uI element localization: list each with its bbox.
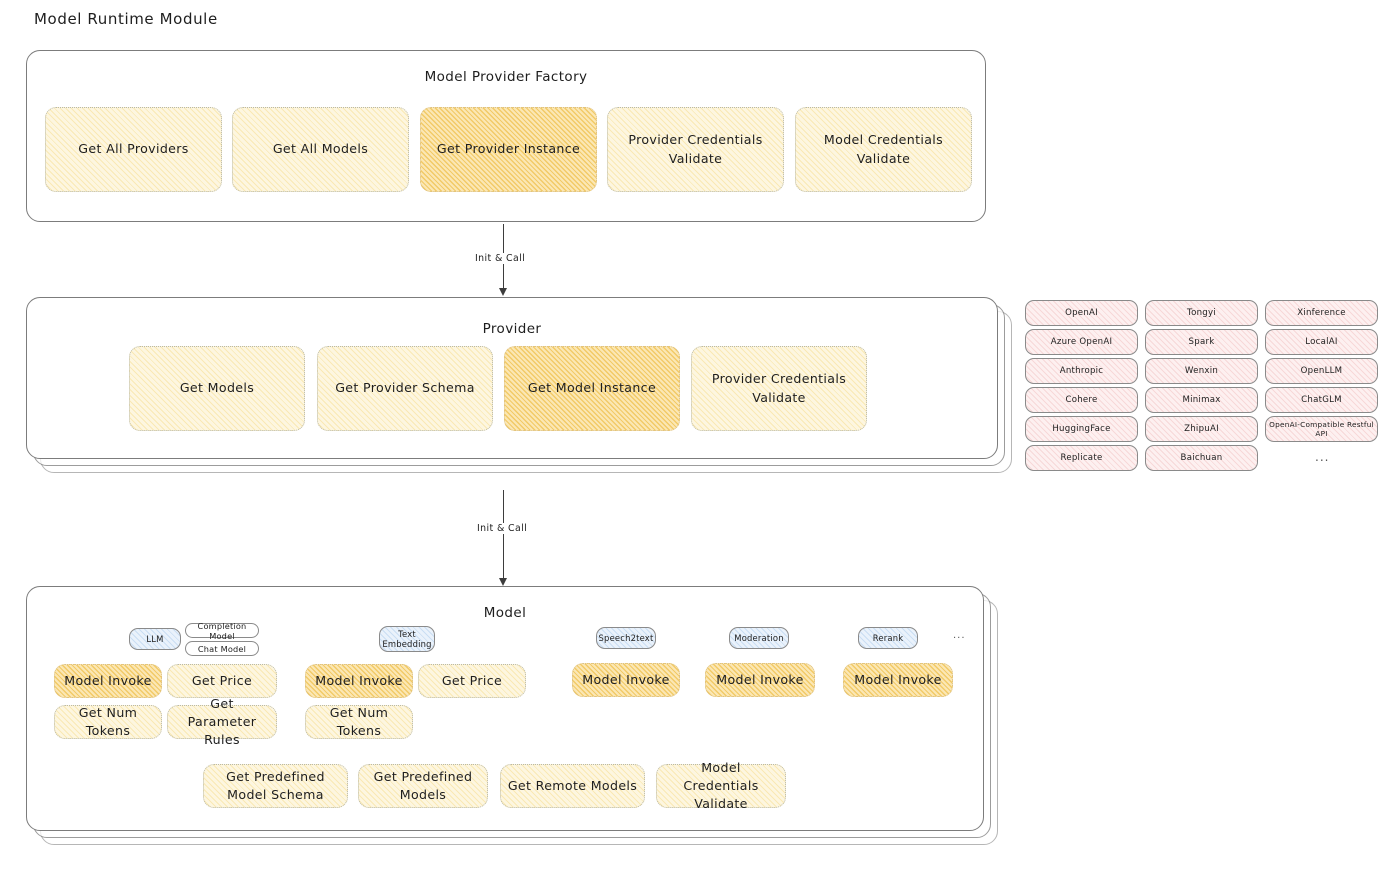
- provider-list-more-ellipsis: ...: [1315, 450, 1330, 464]
- text-embedding-method-get-num-tokens[interactable]: Get Num Tokens: [305, 705, 413, 739]
- model-subtype-chip-chat-model[interactable]: Chat Model: [185, 641, 259, 656]
- llm-method-get-parameter-rules[interactable]: Get Parameter Rules: [167, 696, 277, 747]
- arrow-line: [503, 490, 505, 578]
- text-embedding-method-model-invoke[interactable]: Model Invoke: [305, 664, 413, 698]
- provider-chip-baichuan[interactable]: Baichuan: [1145, 445, 1258, 471]
- provider-chip-localai[interactable]: LocalAI: [1265, 329, 1378, 355]
- arrow-head-icon: [498, 578, 507, 586]
- provider-node-provider-credentials-validate[interactable]: Provider Credentials Validate: [691, 346, 867, 431]
- factory-node-get-all-models[interactable]: Get All Models: [232, 107, 409, 192]
- factory-node-model-credentials-validate[interactable]: Model Credentials Validate: [795, 107, 972, 192]
- provider-chip-openai[interactable]: OpenAI: [1025, 300, 1138, 326]
- model-common-model-credentials-validate[interactable]: Model Credentials Validate: [656, 760, 786, 811]
- arrow-label-init-call-2: Init & Call: [474, 523, 531, 534]
- provider-chip-minimax[interactable]: Minimax: [1145, 387, 1258, 413]
- text-embedding-method-get-price[interactable]: Get Price: [418, 664, 526, 698]
- llm-method-model-invoke[interactable]: Model Invoke: [54, 664, 162, 698]
- provider-chip-wenxin[interactable]: Wenxin: [1145, 358, 1258, 384]
- rerank-method-model-invoke[interactable]: Model Invoke: [843, 663, 953, 697]
- provider-title: Provider: [482, 321, 542, 337]
- model-provider-factory-container: Model Provider Factory Get All Providers…: [26, 50, 986, 222]
- moderation-method-model-invoke[interactable]: Model Invoke: [705, 663, 815, 697]
- provider-node-get-models[interactable]: Get Models: [129, 346, 305, 431]
- factory-title: Model Provider Factory: [424, 69, 588, 85]
- page-title: Model Runtime Module: [34, 10, 218, 28]
- provider-chip-openai-compatible-restful-api[interactable]: OpenAI-Compatible Restful API: [1265, 416, 1378, 442]
- factory-node-get-all-providers[interactable]: Get All Providers: [45, 107, 222, 192]
- provider-chip-huggingface[interactable]: HuggingFace: [1025, 416, 1138, 442]
- model-type-chip-text-embedding[interactable]: Text Embedding: [379, 626, 435, 652]
- provider-node-get-model-instance[interactable]: Get Model Instance: [504, 346, 680, 431]
- llm-method-get-num-tokens[interactable]: Get Num Tokens: [54, 705, 162, 739]
- model-title: Model: [483, 605, 527, 621]
- model-type-chip-rerank[interactable]: Rerank: [858, 627, 918, 649]
- model-common-get-remote-models[interactable]: Get Remote Models: [500, 764, 645, 808]
- provider-container: Provider Get Models Get Provider Schema …: [26, 297, 1016, 477]
- provider-node-get-provider-schema[interactable]: Get Provider Schema: [317, 346, 493, 431]
- factory-node-get-provider-instance[interactable]: Get Provider Instance: [420, 107, 597, 192]
- arrow-head-icon: [498, 288, 507, 296]
- model-type-chip-llm[interactable]: LLM: [129, 628, 181, 650]
- provider-chip-anthropic[interactable]: Anthropic: [1025, 358, 1138, 384]
- arrow-label-init-call-1: Init & Call: [472, 253, 529, 264]
- model-type-chip-speech2text[interactable]: Speech2text: [596, 627, 656, 649]
- provider-chip-tongyi[interactable]: Tongyi: [1145, 300, 1258, 326]
- provider-chip-replicate[interactable]: Replicate: [1025, 445, 1138, 471]
- provider-chip-openllm[interactable]: OpenLLM: [1265, 358, 1378, 384]
- provider-chip-spark[interactable]: Spark: [1145, 329, 1258, 355]
- model-container: Model LLM Completion Model Chat Model Mo…: [26, 586, 1016, 856]
- speech2text-method-model-invoke[interactable]: Model Invoke: [572, 663, 680, 697]
- provider-chip-chatglm[interactable]: ChatGLM: [1265, 387, 1378, 413]
- factory-node-provider-credentials-validate[interactable]: Provider Credentials Validate: [607, 107, 784, 192]
- model-subtype-chip-completion-model[interactable]: Completion Model: [185, 621, 259, 641]
- provider-chip-xinference[interactable]: Xinference: [1265, 300, 1378, 326]
- provider-chip-azure-openai[interactable]: Azure OpenAI: [1025, 329, 1138, 355]
- model-types-more-ellipsis: ...: [953, 630, 966, 641]
- model-type-chip-moderation[interactable]: Moderation: [729, 627, 789, 649]
- model-common-get-predefined-models[interactable]: Get Predefined Models: [358, 764, 488, 808]
- model-common-get-predefined-model-schema[interactable]: Get Predefined Model Schema: [203, 764, 348, 808]
- llm-method-get-price[interactable]: Get Price: [167, 664, 277, 698]
- provider-chip-cohere[interactable]: Cohere: [1025, 387, 1138, 413]
- provider-chip-zhipuai[interactable]: ZhipuAI: [1145, 416, 1258, 442]
